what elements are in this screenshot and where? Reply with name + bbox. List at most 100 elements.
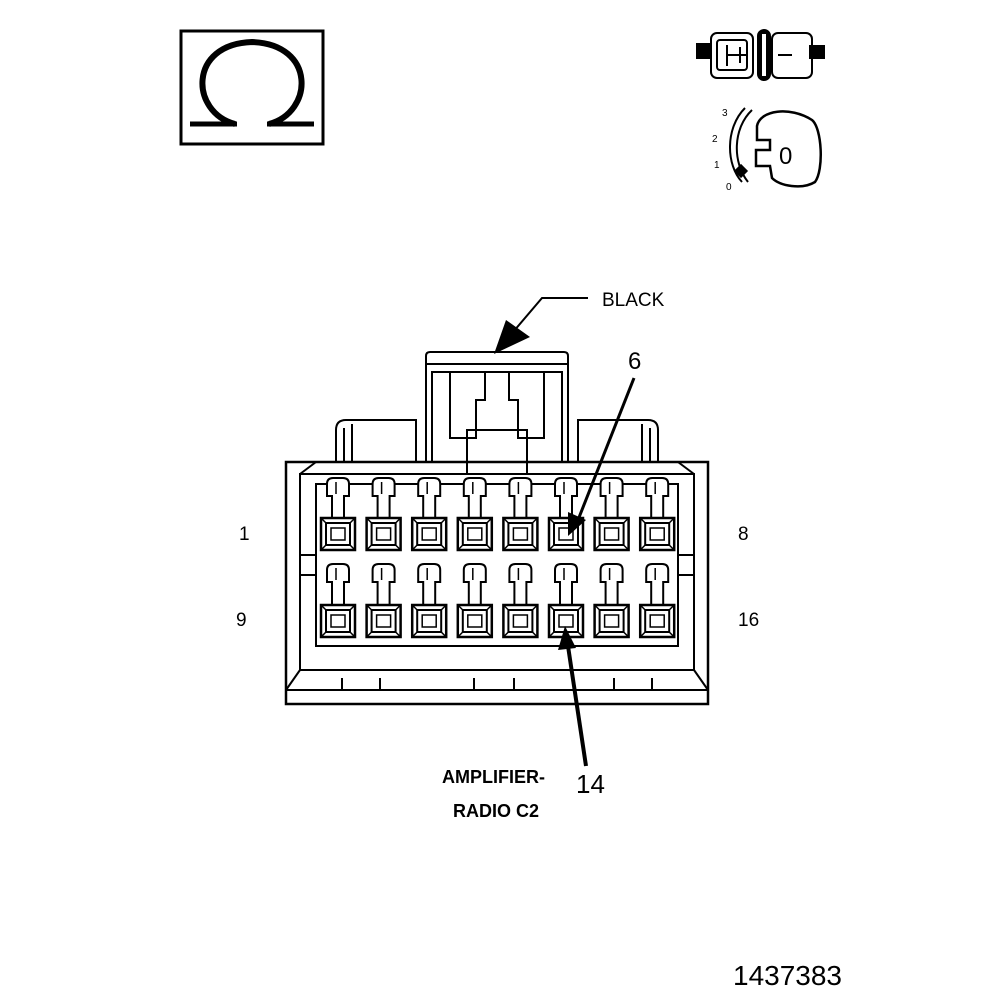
terminal-pin <box>467 614 483 628</box>
terminal-cavity-10 <box>365 563 402 639</box>
terminal-bevel <box>366 604 373 611</box>
terminal-latch <box>326 563 350 605</box>
terminal-bevel <box>349 631 356 638</box>
pin-14-callout: 14 <box>558 626 605 799</box>
terminal-bevel <box>639 631 646 638</box>
terminal-cavities <box>319 477 676 639</box>
terminal-latch <box>554 563 578 605</box>
terminal-cavity-7 <box>593 477 630 552</box>
terminal-bevel <box>668 544 675 551</box>
terminal-bevel <box>577 544 584 551</box>
terminal-latch <box>599 563 624 605</box>
terminal-pin <box>603 614 620 628</box>
terminal-bevel <box>577 604 584 611</box>
terminal-bevel <box>440 517 447 524</box>
terminal-bevel <box>594 544 601 551</box>
terminal-pin <box>649 614 665 628</box>
terminal-bevel <box>440 631 447 638</box>
terminal-bevel <box>320 631 327 638</box>
terminal-bevel <box>668 631 675 638</box>
terminal-latch <box>599 477 624 518</box>
connector-body <box>284 351 710 706</box>
terminal-latch <box>508 563 533 605</box>
terminal-bevel <box>486 517 493 524</box>
terminal-pin <box>512 614 529 628</box>
terminal-bevel <box>639 544 646 551</box>
terminal-bevel <box>457 517 464 524</box>
terminal-bevel <box>623 517 630 524</box>
terminal-bevel <box>623 631 630 638</box>
terminal-bevel <box>594 604 601 611</box>
connector-name-line1: AMPLIFIER- <box>442 767 545 787</box>
terminal-cavity-16 <box>638 563 676 639</box>
terminal-bevel <box>531 544 538 551</box>
terminal-bevel <box>457 604 464 611</box>
color-callout: BLACK <box>494 290 665 354</box>
terminal-bevel <box>349 517 356 524</box>
terminal-bevel <box>502 631 509 638</box>
terminal-bevel <box>411 544 418 551</box>
terminal-cavity-5 <box>502 477 539 552</box>
terminal-bevel <box>531 604 538 611</box>
terminal-latch <box>326 477 350 518</box>
terminal-cavity-2 <box>365 477 402 552</box>
terminal-bevel <box>639 604 646 611</box>
terminal-bevel <box>639 517 646 524</box>
ignition-position-0: 0 <box>726 182 732 193</box>
terminal-bevel <box>349 604 356 611</box>
terminal-pin <box>330 527 346 541</box>
terminal-bevel <box>349 544 356 551</box>
connector-color-label: BLACK <box>602 290 665 311</box>
terminal-cavity-15 <box>593 563 630 639</box>
terminal-bevel <box>502 604 509 611</box>
terminal-pin <box>421 527 437 541</box>
terminal-bevel <box>623 544 630 551</box>
terminal-latch <box>554 477 578 518</box>
pin-label-16: 16 <box>738 610 759 631</box>
terminal-bevel <box>548 517 555 524</box>
terminal-bevel <box>411 631 418 638</box>
terminal-pin <box>330 614 346 628</box>
terminal-bevel <box>486 604 493 611</box>
connector-name-line2: RADIO C2 <box>453 801 539 821</box>
ignition-position-1: 1 <box>714 160 720 171</box>
terminal-bevel <box>486 631 493 638</box>
ignition-position-3: 3 <box>722 108 728 119</box>
terminal-cavity-13 <box>502 563 539 639</box>
terminal-latch <box>462 477 487 518</box>
terminal-pin <box>421 614 437 628</box>
terminal-bevel <box>457 631 464 638</box>
terminal-bevel <box>395 517 402 524</box>
terminal-cavity-4 <box>456 477 494 552</box>
terminal-bevel <box>395 544 402 551</box>
terminal-bevel <box>548 631 555 638</box>
terminal-bevel <box>594 631 601 638</box>
terminal-bevel <box>440 544 447 551</box>
terminal-bevel <box>320 544 327 551</box>
terminal-bevel <box>486 544 493 551</box>
terminal-bevel <box>395 604 402 611</box>
terminal-pin <box>467 527 483 541</box>
terminal-bevel <box>457 544 464 551</box>
terminal-bevel <box>594 517 601 524</box>
terminal-bevel <box>366 517 373 524</box>
pin-label-1: 1 <box>239 524 250 545</box>
terminal-latch <box>645 477 670 518</box>
terminal-bevel <box>548 544 555 551</box>
ohm-meter-icon <box>179 29 325 146</box>
terminal-latch <box>645 563 670 605</box>
terminal-bevel <box>366 631 373 638</box>
terminal-bevel <box>395 631 402 638</box>
terminal-latch <box>508 477 533 518</box>
terminal-bevel <box>502 544 509 551</box>
pin-label-8: 8 <box>738 524 749 545</box>
terminal-cavity-8 <box>638 477 676 552</box>
terminal-latch <box>462 563 487 605</box>
terminal-pin <box>558 614 574 628</box>
terminal-bevel <box>411 517 418 524</box>
terminal-cavity-1 <box>319 477 357 552</box>
pin-14-label: 14 <box>576 769 605 799</box>
ignition-key-label: 0 <box>779 143 792 170</box>
terminal-pin <box>603 527 620 541</box>
ignition-position-2: 2 <box>712 134 718 145</box>
